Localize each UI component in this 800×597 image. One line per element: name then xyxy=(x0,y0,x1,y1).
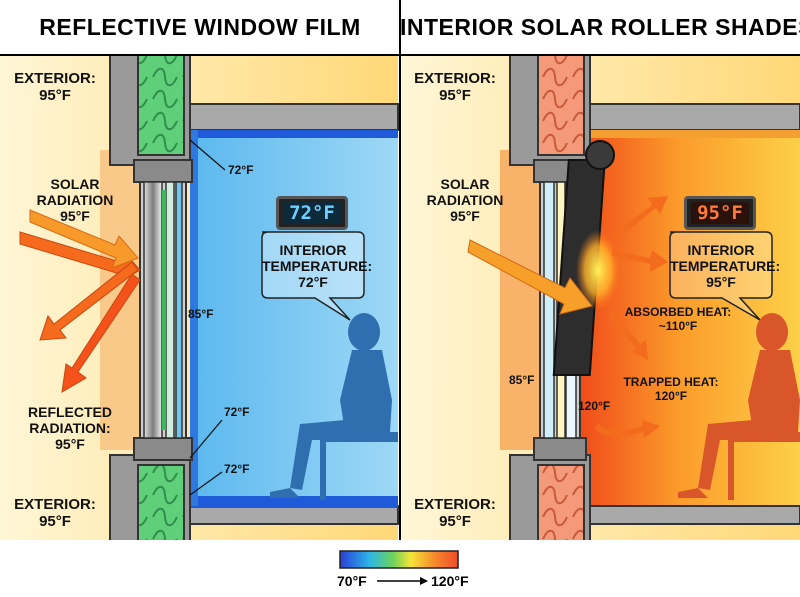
right-glass-temp: 85°F xyxy=(509,373,535,387)
left-panel-title: REFLECTIVE WINDOW FILM xyxy=(39,14,361,40)
left-glass-temp: 85°F xyxy=(188,307,214,321)
left-lower-glass-temp: 72°F xyxy=(224,405,250,419)
trapped-heat-label: TRAPPED HEAT:120°F xyxy=(623,375,719,403)
legend-min-label: 70°F xyxy=(337,573,367,589)
left-bottom-edge-temp: 72°F xyxy=(224,462,250,476)
right-panel-title: INTERIOR SOLAR ROLLER SHADES xyxy=(400,14,800,40)
seated-person-icon xyxy=(270,313,398,500)
seated-person-hot-icon xyxy=(678,313,800,500)
right-thermostat-display: 95°F xyxy=(684,196,756,230)
right-exterior-top-label: EXTERIOR:95°F xyxy=(414,70,496,105)
right-cavity-temp: 120°F xyxy=(578,399,611,413)
left-exterior-top-label: EXTERIOR:95°F xyxy=(14,70,96,105)
right-exterior-bottom-label: EXTERIOR:95°F xyxy=(414,496,496,531)
left-thermostat-display: 72°F xyxy=(276,196,348,230)
temperature-scale-bar xyxy=(339,550,459,569)
absorbed-heat-label: ABSORBED HEAT:~110°F xyxy=(624,305,732,333)
legend-max-label: 120°F xyxy=(431,573,469,589)
left-top-edge-temp: 72°F xyxy=(228,163,254,177)
left-exterior-bottom-label: EXTERIOR:95°F xyxy=(14,496,96,531)
